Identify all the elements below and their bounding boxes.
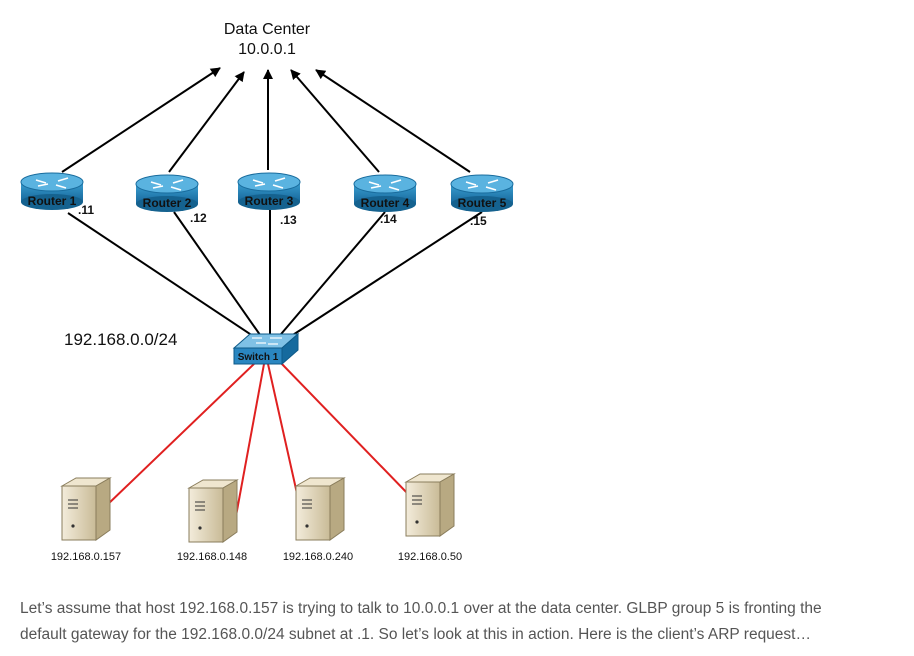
router-ip-suffix: .15 <box>470 214 487 228</box>
arrow-router-1 <box>61 67 221 173</box>
router-top <box>20 172 84 192</box>
router-arrows-icon <box>252 177 286 189</box>
server-drive-icon <box>412 495 422 505</box>
power-led-icon <box>198 526 202 530</box>
host-ip-label: 192.168.0.148 <box>177 551 247 563</box>
router-ip-suffix: .13 <box>280 213 297 227</box>
power-led-icon <box>415 520 419 524</box>
router-ip-suffix: .14 <box>380 212 397 226</box>
caption-line-1: Let’s assume that host 192.168.0.157 is … <box>20 600 822 617</box>
server-front <box>188 487 224 543</box>
router-arrows-icon <box>150 179 184 191</box>
server-front <box>295 485 331 541</box>
server-drive-icon <box>302 499 312 509</box>
server-front <box>61 485 97 541</box>
arrow-router-5 <box>315 69 471 173</box>
caption-line-2: default gateway for the 192.168.0.0/24 s… <box>20 626 811 643</box>
router-top <box>237 172 301 192</box>
host-ip-label: 192.168.0.240 <box>283 551 353 563</box>
link-router-5-switch <box>281 211 483 343</box>
router-top <box>450 174 514 194</box>
uplink-arrows <box>61 67 471 173</box>
server-drive-icon <box>195 501 205 511</box>
link-router-2-switch <box>173 211 266 343</box>
link-host-157 <box>105 361 257 507</box>
link-host-240 <box>267 363 299 499</box>
router-base <box>451 196 513 212</box>
power-led-icon <box>305 524 309 528</box>
router-2: Router 2.12 <box>135 174 207 225</box>
router-label: Router 5 <box>458 196 507 210</box>
router-arrows-icon <box>465 179 499 191</box>
router-5: Router 5 .15 <box>450 174 514 228</box>
switch-label: Switch 1 <box>238 352 279 363</box>
router-top <box>353 174 417 194</box>
power-led-icon <box>71 524 75 528</box>
switch-1: Switch 1 <box>232 332 300 366</box>
arrow-router-2 <box>168 71 245 173</box>
server-front <box>405 481 441 537</box>
link-host-50 <box>279 361 411 497</box>
server-side <box>329 477 345 541</box>
host-3: 192.168.0.240 <box>283 477 353 563</box>
host-2: 192.168.0.148 <box>177 479 247 563</box>
router-base <box>21 194 83 210</box>
router-base <box>136 196 198 212</box>
router-1: Router 1.11 <box>20 172 94 217</box>
hosts: 192.168.0.157 192.168.0.148 192.168.0.240 1… <box>51 473 462 563</box>
host-ip-label: 192.168.0.157 <box>51 551 121 563</box>
server-side <box>95 477 111 541</box>
host-4: 192.168.0.50 <box>398 473 462 563</box>
router-3: Router 3 .13 <box>237 172 301 227</box>
router-base <box>354 196 416 212</box>
switch-arrows-icon <box>252 337 282 345</box>
router-arrows-icon <box>368 179 402 191</box>
router-ip-suffix: .12 <box>190 211 207 225</box>
server-drive-icon <box>68 499 78 509</box>
router-label: Router 2 <box>143 196 192 210</box>
arrow-router-4 <box>290 69 380 173</box>
network-diagram: Data Center 10.0.0.1 192.168.0.0/24 <box>20 21 514 563</box>
router-label: Router 3 <box>245 194 294 208</box>
subnet-label: 192.168.0.0/24 <box>64 330 177 349</box>
server-side <box>222 479 238 543</box>
router-4: Router 4 .14 <box>353 174 417 226</box>
router-switch-links <box>67 210 483 343</box>
link-host-148 <box>235 363 265 517</box>
router-base <box>238 194 300 210</box>
switch-front <box>233 347 283 365</box>
caption-text: Let’s assume that host 192.168.0.157 is … <box>20 596 900 648</box>
router-ip-suffix: .11 <box>78 203 94 217</box>
host-1: 192.168.0.157 <box>51 477 121 563</box>
link-router-4-switch <box>275 211 386 341</box>
router-top <box>135 174 199 194</box>
server-side <box>439 473 455 537</box>
router-label: Router 1 <box>28 194 77 208</box>
switch-host-links <box>105 361 411 517</box>
data-center-ip: 10.0.0.1 <box>238 41 296 58</box>
router-label: Router 4 <box>361 196 410 210</box>
host-ip-label: 192.168.0.50 <box>398 551 462 563</box>
data-center-title: Data Center <box>224 21 311 38</box>
link-router-1-switch <box>67 212 263 343</box>
router-arrows-icon <box>35 177 69 189</box>
